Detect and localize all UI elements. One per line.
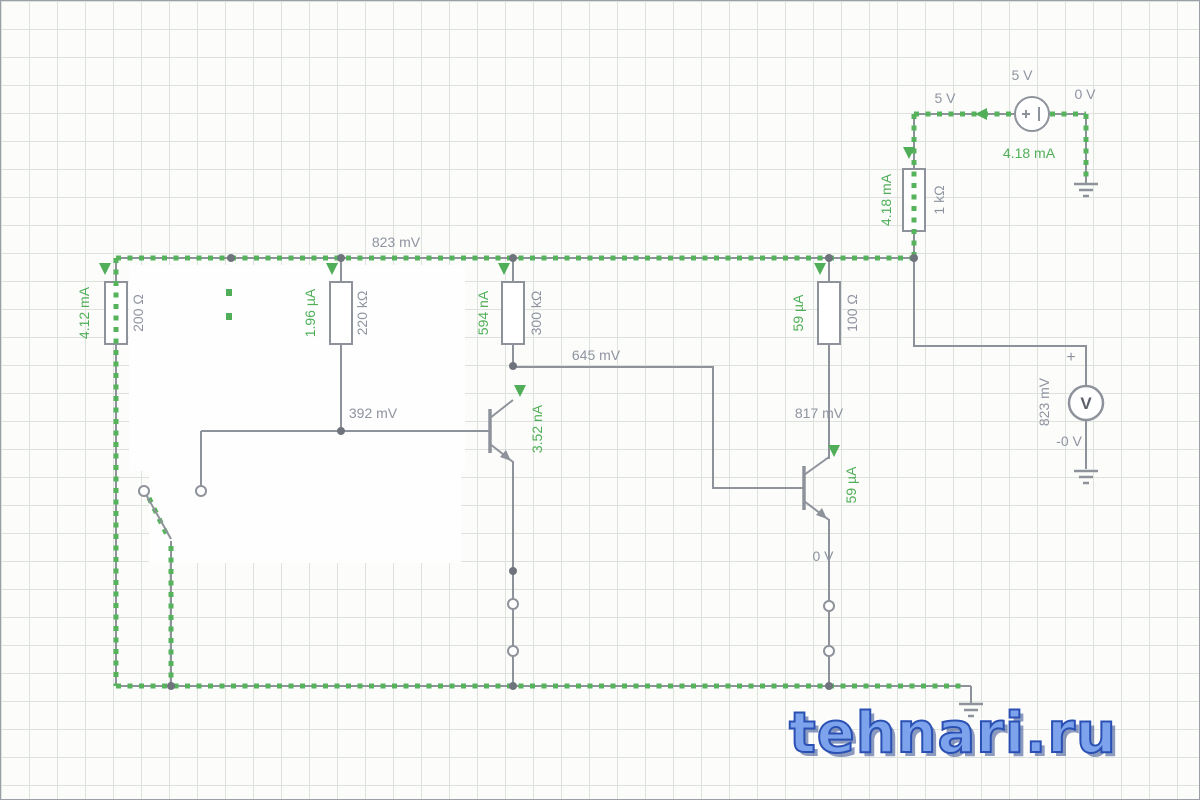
node-dot bbox=[227, 254, 235, 262]
switch-lever[interactable] bbox=[143, 490, 172, 540]
node-dot bbox=[825, 254, 833, 262]
q1-emitter-arrow-icon bbox=[500, 450, 511, 461]
current-arrow-icon bbox=[514, 385, 526, 397]
q2-current: 59 µA bbox=[843, 466, 859, 504]
r300k-current: 594 nA bbox=[475, 290, 491, 335]
q1-current: 3.52 nA bbox=[529, 404, 545, 453]
battery-icon bbox=[1014, 96, 1050, 132]
r200-value: 200 Ω bbox=[130, 294, 146, 332]
voltmeter-symbol: V bbox=[1080, 394, 1092, 413]
r1k-value: 1 kΩ bbox=[931, 185, 947, 214]
switch[interactable] bbox=[138, 485, 207, 540]
current-artifact bbox=[226, 289, 232, 296]
node-dot bbox=[337, 254, 345, 262]
current-arrow-icon bbox=[814, 263, 826, 275]
r220k-value: 220 kΩ bbox=[354, 291, 370, 336]
terminal-circle bbox=[823, 600, 835, 612]
current-arrow-icon bbox=[975, 108, 987, 120]
q1-collector-lead bbox=[489, 399, 514, 419]
ground-icon[interactable] bbox=[1074, 182, 1098, 198]
switch-terminal bbox=[195, 485, 207, 497]
current-artifact bbox=[226, 313, 232, 320]
voltmeter-minus: -0 V bbox=[1056, 433, 1082, 449]
terminal-circle bbox=[507, 645, 519, 657]
npn-transistor-q1[interactable] bbox=[488, 399, 514, 463]
watermark: tehnari.ru bbox=[788, 700, 1117, 767]
r300k-value: 300 kΩ bbox=[528, 291, 544, 336]
voltmeter-reading: 823 mV bbox=[1036, 377, 1052, 426]
q2-emitter-arrow-icon bbox=[816, 508, 827, 519]
q1-collector-voltage: 645 mV bbox=[572, 347, 621, 363]
resistor-220k[interactable] bbox=[329, 281, 353, 345]
resistor-100[interactable] bbox=[817, 281, 841, 345]
white-patch bbox=[129, 265, 465, 471]
terminal-circle bbox=[823, 645, 835, 657]
battery-current: 4.18 mA bbox=[1003, 145, 1056, 161]
node-dot bbox=[910, 254, 918, 262]
q2-emitter-voltage: 0 V bbox=[812, 548, 834, 564]
q1-base-voltage: 392 mV bbox=[349, 405, 398, 421]
node-dot bbox=[509, 362, 517, 370]
current-dashes bbox=[146, 496, 171, 539]
current-arrow-icon bbox=[903, 147, 915, 159]
node-dot bbox=[167, 682, 175, 690]
resistor-200[interactable] bbox=[104, 281, 128, 345]
r220k-current: 1.96 µA bbox=[302, 288, 318, 337]
npn-transistor-q2[interactable] bbox=[802, 456, 830, 521]
voltmeter-plus: + bbox=[1066, 349, 1075, 366]
switch-terminal bbox=[138, 485, 150, 497]
wire-voltmeter-top bbox=[913, 258, 1087, 386]
battery-source[interactable] bbox=[1014, 96, 1050, 132]
voltmeter[interactable]: V bbox=[1067, 384, 1105, 422]
ground-icon[interactable] bbox=[959, 702, 983, 718]
node-dot bbox=[509, 567, 517, 575]
node-dot bbox=[509, 682, 517, 690]
voltmeter-icon bbox=[1067, 384, 1105, 422]
terminal-circle bbox=[507, 598, 519, 610]
node-dot bbox=[825, 682, 833, 690]
current-arrow-icon bbox=[498, 263, 510, 275]
r100-value: 100 Ω bbox=[844, 294, 860, 332]
current-flow-dashes bbox=[113, 111, 1089, 689]
junction-dots bbox=[167, 254, 918, 690]
q2-collector-voltage: 817 mV bbox=[795, 405, 844, 421]
node-dot bbox=[337, 427, 345, 435]
r1k-current: 4.18 mA bbox=[878, 173, 894, 226]
current-arrow-icon bbox=[828, 445, 840, 457]
current-arrow-icon bbox=[99, 263, 111, 275]
r200-current: 4.12 mA bbox=[76, 286, 92, 339]
ground-icon[interactable] bbox=[1074, 469, 1098, 485]
battery-neg-voltage: 0 V bbox=[1074, 86, 1096, 102]
resistor-300k[interactable] bbox=[501, 281, 525, 345]
r100-current: 59 µA bbox=[790, 294, 806, 332]
rail-voltage: 823 mV bbox=[372, 234, 421, 250]
battery-pos-voltage: 5 V bbox=[934, 90, 956, 106]
wire-q1-collector-to-q2-base bbox=[513, 366, 803, 489]
node-dot bbox=[509, 254, 517, 262]
current-arrow-icon bbox=[326, 263, 338, 275]
battery-title: 5 V bbox=[1011, 67, 1033, 83]
q2-collector-lead bbox=[803, 456, 830, 476]
